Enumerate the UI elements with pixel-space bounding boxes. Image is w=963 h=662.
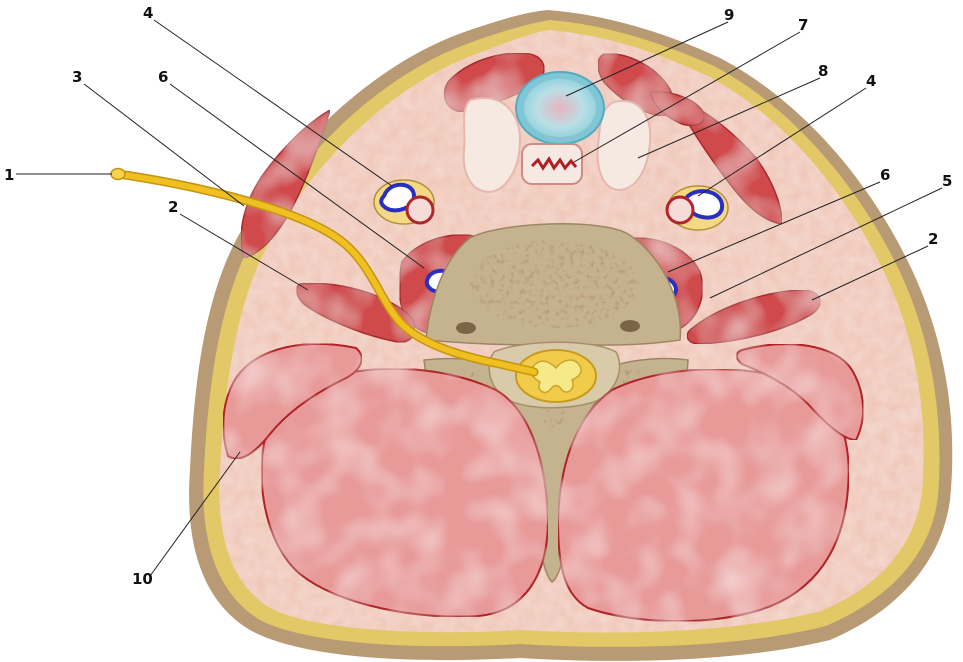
carotid-sheath-left bbox=[374, 180, 434, 224]
label-3: 3 bbox=[72, 68, 82, 86]
label-4-left: 4 bbox=[143, 4, 153, 22]
label-7: 7 bbox=[798, 16, 808, 34]
vertebral-body-cancellous bbox=[470, 240, 638, 328]
label-8: 8 bbox=[818, 62, 828, 80]
label-5: 5 bbox=[942, 172, 952, 190]
transverse-foramen-left bbox=[456, 322, 476, 334]
leader-3 bbox=[84, 84, 244, 206]
label-10: 10 bbox=[132, 570, 153, 588]
label-6-left: 6 bbox=[158, 68, 168, 86]
catheter-tip bbox=[111, 169, 125, 180]
label-2-right: 2 bbox=[928, 230, 938, 248]
transverse-foramen-right bbox=[620, 320, 640, 332]
label-6-right: 6 bbox=[880, 166, 890, 184]
label-9: 9 bbox=[724, 6, 734, 24]
label-2-left: 2 bbox=[168, 198, 178, 216]
label-1: 1 bbox=[4, 166, 14, 184]
arch-specks-center bbox=[543, 408, 567, 428]
muscle-posterior-right bbox=[558, 369, 849, 621]
label-4-right: 4 bbox=[866, 72, 876, 90]
carotid-sheath-right bbox=[667, 186, 728, 230]
